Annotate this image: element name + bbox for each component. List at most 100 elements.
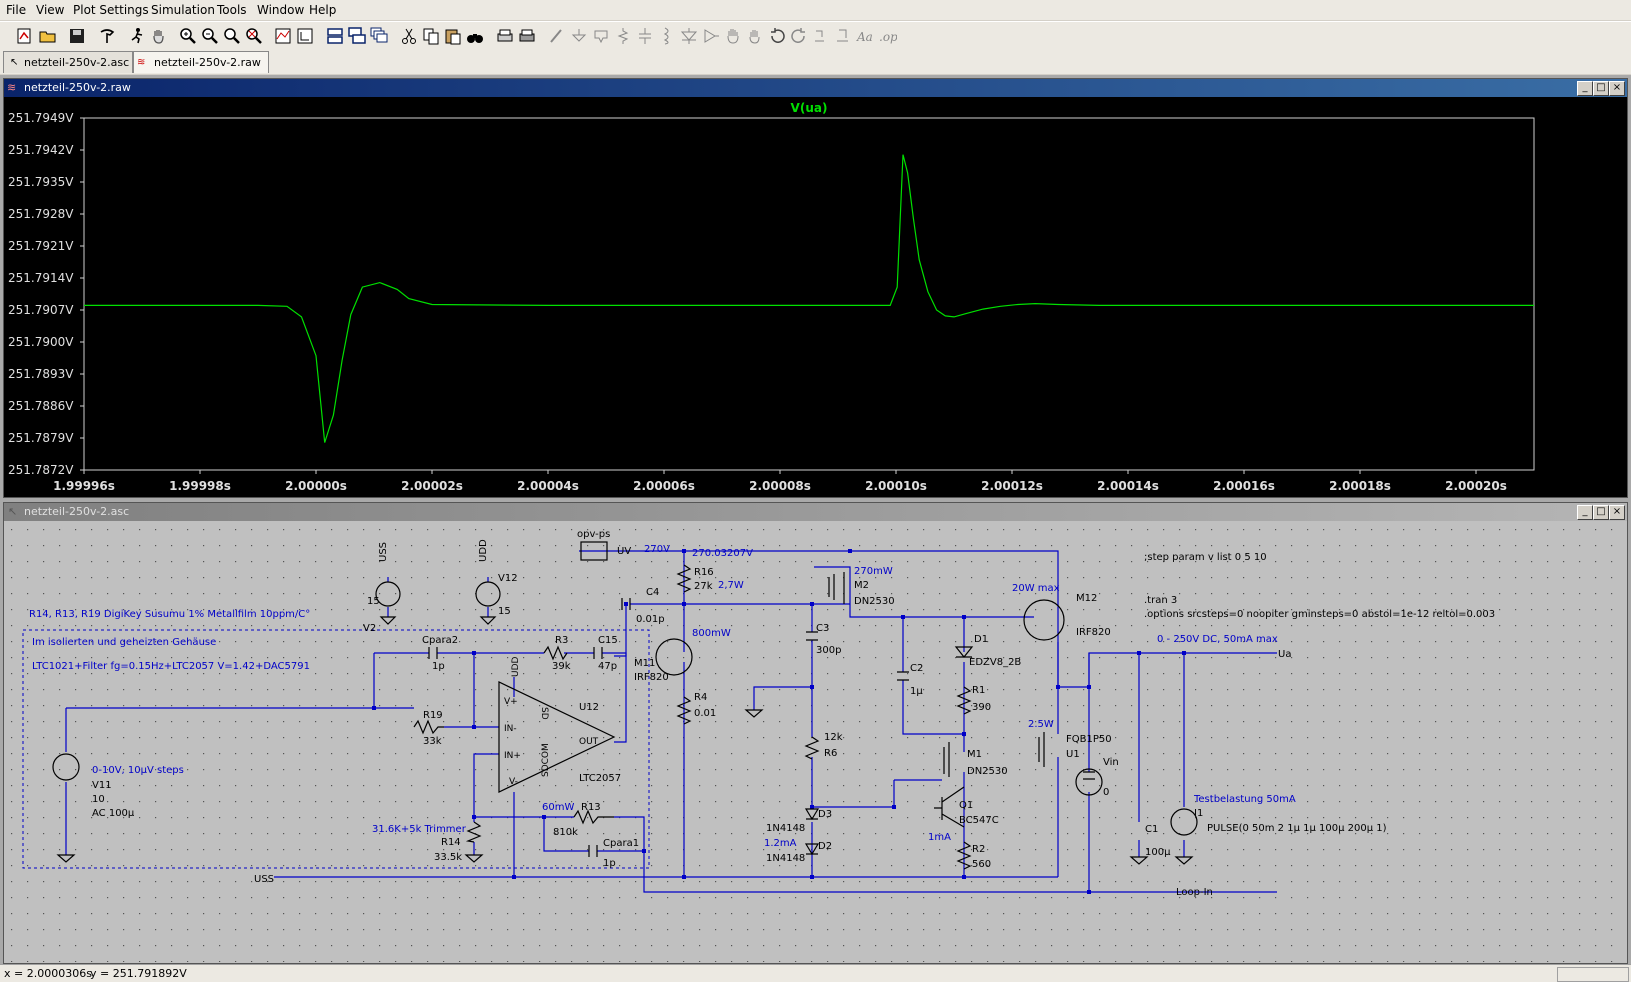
capacitor-icon[interactable] — [635, 26, 655, 46]
new-schematic-icon[interactable] — [14, 26, 34, 46]
menu-view[interactable]: View — [36, 3, 65, 17]
schematic-labels: USS 15 V2 UDD V12 15 opv-ps UV R16 27k C… — [92, 529, 1495, 898]
tile-vertical-icon[interactable] — [347, 26, 367, 46]
x-tick-label: 2.00008s — [749, 479, 811, 493]
waveform-window: ≋ netzteil-250v-2.raw _ □ × V(ua) 251.794… — [3, 78, 1628, 498]
opamp-udd: UDD — [511, 656, 521, 677]
menu-simulation[interactable]: Simulation — [151, 3, 215, 17]
autorange-icon[interactable] — [273, 26, 293, 46]
schematic-minimize-button[interactable]: _ — [1577, 505, 1593, 520]
vin-ref: Vin — [1103, 757, 1119, 768]
paste-icon[interactable] — [443, 26, 463, 46]
opamp-sd: SD — [539, 707, 549, 720]
menu-plot-settings[interactable]: Plot Settings — [73, 3, 149, 17]
c1-ref: C1 — [1145, 824, 1158, 835]
ground-icon[interactable] — [569, 26, 589, 46]
undo-icon[interactable] — [767, 26, 787, 46]
c15-value: 47p — [598, 661, 617, 672]
v11-value: 10 — [92, 794, 105, 805]
mdi-area: ≋ netzteil-250v-2.raw _ □ × V(ua) 251.794… — [0, 75, 1631, 964]
print-setup-icon[interactable] — [495, 26, 515, 46]
d3-ref: D3 — [818, 809, 832, 820]
tile-horizontal-icon[interactable] — [325, 26, 345, 46]
open-icon[interactable] — [38, 26, 58, 46]
spice-directive-icon[interactable]: .op — [877, 26, 897, 46]
copy-icon[interactable] — [421, 26, 441, 46]
r6-value: 12k — [824, 732, 843, 743]
r14-ref: R14 — [441, 837, 461, 848]
opamp-inplus: IN+ — [504, 751, 521, 761]
schematic-annotations: 270V 270.03207V 2,7W 800mW 270mW 20W max… — [29, 544, 1296, 849]
y-tick-label: 251.7879V — [8, 431, 74, 445]
menu-tools[interactable]: Tools — [217, 3, 247, 17]
v11-description: 0-10V, 10µV steps — [92, 765, 184, 776]
resistor-note: R14, R13, R19 DigiKey Susumu 1% Metallfi… — [29, 609, 310, 620]
cascade-icon[interactable] — [369, 26, 389, 46]
zoom-in-icon[interactable] — [178, 26, 198, 46]
run-icon[interactable] — [127, 26, 147, 46]
current-q1: 1mA — [928, 832, 951, 843]
label-icon[interactable] — [591, 26, 611, 46]
power-m2: 270mW — [854, 566, 893, 577]
tab-schematic[interactable]: ↖ netzteil-250v-2.asc — [3, 51, 133, 73]
menu-window[interactable]: Window — [257, 3, 305, 17]
menu-help[interactable]: Help — [309, 3, 337, 17]
maximize-button[interactable]: □ — [1593, 81, 1609, 96]
v11-ref: V11 — [92, 780, 112, 791]
wire-icon[interactable] — [547, 26, 567, 46]
waveform-window-titlebar[interactable]: ≋ netzteil-250v-2.raw _ □ × — [4, 79, 1627, 97]
waveform-file-icon: ≋ — [137, 57, 146, 68]
halt-icon[interactable] — [149, 26, 169, 46]
schematic-window-title: netzteil-250v-2.asc — [24, 505, 130, 518]
zoom-out-icon[interactable] — [200, 26, 220, 46]
drag-icon[interactable] — [745, 26, 765, 46]
cpara2-ref: Cpara2 — [422, 635, 458, 646]
text-icon[interactable]: Aa — [855, 26, 875, 46]
minimize-button[interactable]: _ — [1577, 81, 1593, 96]
y-tick-label: 251.7921V — [8, 239, 74, 253]
trimmer-note: 31.6K+5k Trimmer — [372, 824, 467, 835]
inductor-icon[interactable] — [657, 26, 677, 46]
q1-ref: Q1 — [959, 800, 973, 811]
v270-label: 270V — [644, 544, 670, 555]
i1-ref: I1 — [1194, 808, 1203, 819]
menu-file[interactable]: File — [6, 3, 27, 17]
r14-value: 33.5k — [434, 852, 462, 863]
tab-waveform[interactable]: ≋ netzteil-250v-2.raw — [133, 51, 269, 73]
uss-label: USS — [254, 874, 274, 885]
mirror-icon[interactable] — [833, 26, 853, 46]
rotate-icon[interactable] — [811, 26, 831, 46]
schematic-canvas[interactable]: USS 15 V2 UDD V12 15 opv-ps UV R16 27k C… — [4, 522, 1627, 962]
trace-label: V(ua) — [791, 101, 828, 115]
cut-icon[interactable] — [399, 26, 419, 46]
resistor-icon[interactable] — [613, 26, 633, 46]
test-load-label: Testbelastung 50mA — [1193, 794, 1296, 805]
plot-settings-icon[interactable] — [295, 26, 315, 46]
y-tick-label: 251.7914V — [8, 271, 74, 285]
save-icon[interactable] — [67, 26, 87, 46]
zoom-fit-icon[interactable] — [222, 26, 242, 46]
waveform-plot[interactable]: V(ua)251.7949V251.7942V251.7935V251.7928… — [4, 98, 1627, 497]
plot-frame — [83, 117, 1535, 471]
component-icon[interactable] — [701, 26, 721, 46]
diode-icon[interactable] — [679, 26, 699, 46]
opvps-label: opv-ps — [577, 529, 610, 540]
y-tick-label: 251.7949V — [8, 111, 74, 125]
vdd-label: UDD — [478, 539, 489, 562]
schematic-close-button[interactable]: × — [1609, 505, 1625, 520]
output-range-label: 0 - 250V DC, 50mA max — [1157, 634, 1278, 645]
find-icon[interactable] — [465, 26, 485, 46]
uv-label: UV — [617, 546, 631, 557]
close-button[interactable]: × — [1609, 81, 1625, 96]
c3-value: 300p — [816, 645, 841, 656]
print-icon[interactable] — [517, 26, 537, 46]
control-panel-icon[interactable] — [97, 26, 117, 46]
y-tick-label: 251.7886V — [8, 399, 74, 413]
schematic-maximize-button[interactable]: □ — [1593, 505, 1609, 520]
redo-icon[interactable] — [789, 26, 809, 46]
move-icon[interactable] — [723, 26, 743, 46]
r3-value: 39k — [552, 661, 571, 672]
schematic-window-titlebar[interactable]: ↖ netzteil-250v-2.asc _ □ × — [4, 503, 1627, 521]
d3-value: 1N4148 — [766, 823, 805, 834]
zoom-cancel-icon[interactable] — [244, 26, 264, 46]
